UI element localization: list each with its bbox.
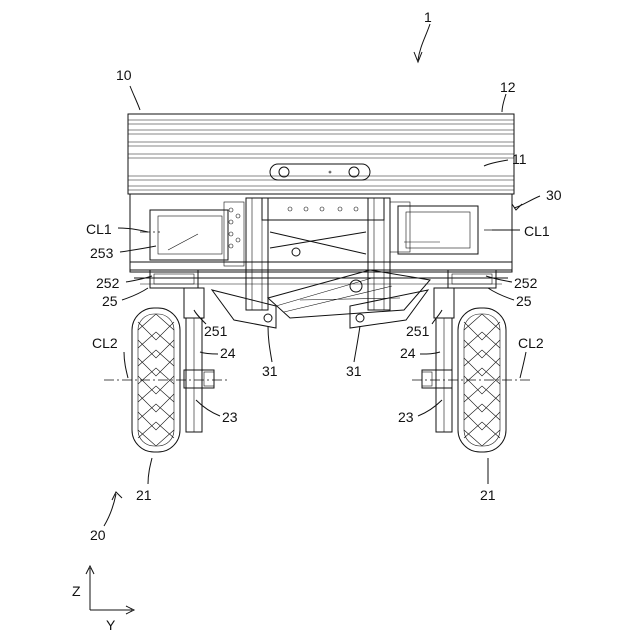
- label-23-right: 23: [398, 409, 414, 425]
- label-cl1-right: CL1: [524, 223, 550, 239]
- label-23-left: 23: [222, 409, 238, 425]
- label-252-left: 252: [96, 275, 120, 291]
- label-31-left: 31: [262, 363, 278, 379]
- label-31-right: 31: [346, 363, 362, 379]
- label-frame: 11: [512, 151, 527, 167]
- right-drive-unit: [422, 270, 506, 452]
- label-24-right: 24: [400, 345, 416, 361]
- coordinate-axes: [86, 566, 134, 614]
- label-253: 253: [90, 245, 114, 261]
- label-24-left: 24: [220, 345, 236, 361]
- label-wheel-left: 21: [136, 487, 152, 503]
- label-25-right: 25: [516, 293, 532, 309]
- label-drive-unit: 20: [90, 527, 106, 543]
- leader-lines: [104, 24, 540, 526]
- label-cl2-right: CL2: [518, 335, 544, 351]
- label-assembly: 1: [424, 9, 432, 25]
- label-25-left: 25: [102, 293, 118, 309]
- body-top-plate: [128, 114, 514, 194]
- axis-label-y: Y: [106, 617, 116, 633]
- reference-labels: 1 10 12 11 30 CL1 CL1 253 252 252 25 25 …: [72, 9, 562, 633]
- label-wheel-right: 21: [480, 487, 496, 503]
- lift-mechanism: [212, 232, 430, 328]
- label-body: 10: [116, 67, 132, 83]
- label-lift-mechanism: 30: [546, 187, 562, 203]
- axis-label-z: Z: [72, 583, 81, 599]
- centerlines: [104, 230, 532, 380]
- label-top-plate: 12: [500, 79, 516, 95]
- label-cl1-left: CL1: [86, 221, 112, 237]
- label-252-right: 252: [514, 275, 538, 291]
- left-drive-unit: [132, 270, 214, 452]
- label-251-left: 251: [204, 323, 228, 339]
- label-cl2-left: CL2: [92, 335, 118, 351]
- label-251-right: 251: [406, 323, 430, 339]
